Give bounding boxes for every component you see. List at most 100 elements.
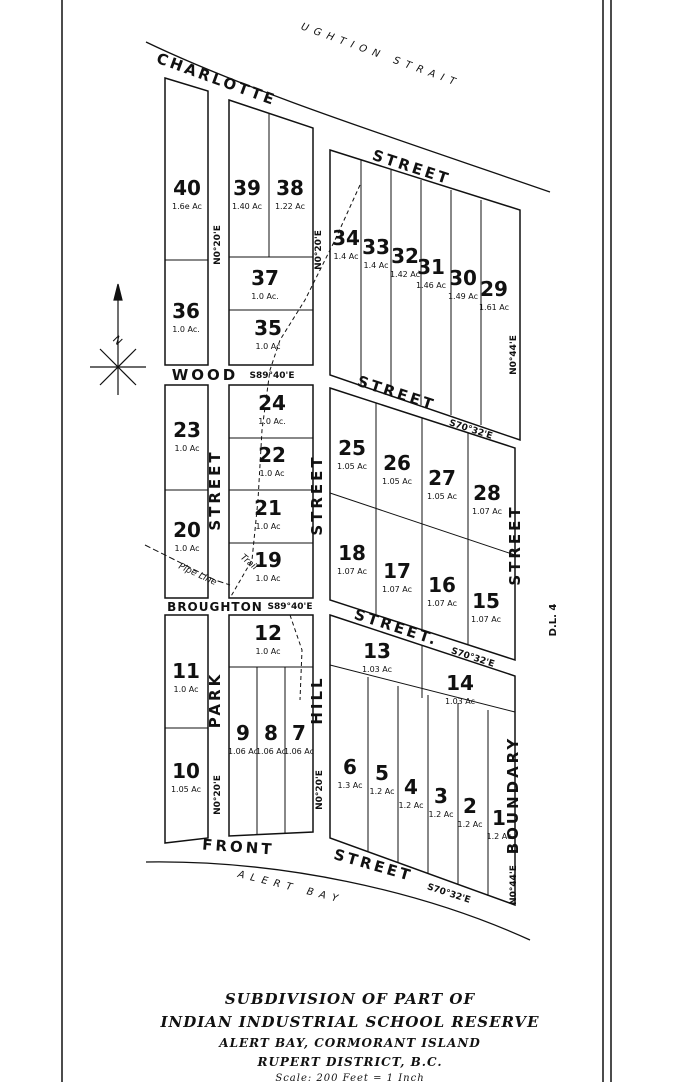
hill-street-upper-label: STREET bbox=[308, 454, 326, 535]
lot-area: 1.06 Ac bbox=[256, 747, 286, 756]
block-e-center bbox=[329, 386, 516, 662]
lot-area: 1.49 Ac bbox=[448, 292, 478, 301]
lot-number: 26 bbox=[383, 451, 411, 475]
block-center bbox=[228, 384, 314, 599]
lot-area: 1.07 Ac bbox=[337, 567, 367, 576]
lot-area: 1.05 Ac bbox=[427, 492, 457, 501]
district-lot-label: D.L. 4 bbox=[548, 604, 559, 637]
lot-area: 1.0 Ac bbox=[175, 544, 200, 553]
lot-area: 1.2 Ac bbox=[487, 832, 512, 841]
pipe-line-label: Pipe Line bbox=[177, 562, 219, 588]
lot-area: 1.40 Ac bbox=[232, 202, 262, 211]
hill-north-bearing: N0°20'E bbox=[314, 230, 324, 270]
lot-number: 22 bbox=[258, 443, 286, 467]
broughton-street-bearing: S70°32'E bbox=[450, 646, 496, 669]
scale-note: Scale: 200 Feet = 1 Inch bbox=[275, 1073, 425, 1084]
lot-area: 1.0 Ac. bbox=[258, 417, 286, 426]
front-street-suffix: STREET bbox=[332, 845, 415, 885]
boundary-south-bearing: N0°44'E bbox=[509, 865, 519, 905]
compass-rose-icon: N bbox=[90, 283, 146, 395]
lot-number: 23 bbox=[173, 418, 201, 442]
lot-number: 33 bbox=[362, 235, 390, 259]
lot-area: 1.42 Ac bbox=[390, 270, 420, 279]
lot-area: 1.07 Ac bbox=[427, 599, 457, 608]
lot-area: 1.03 Ac bbox=[445, 697, 475, 706]
lot-number: 7 bbox=[292, 721, 306, 745]
lot-number: 1 bbox=[492, 806, 506, 830]
lot-area: 1.07 Ac bbox=[471, 615, 501, 624]
park-street-lower-label: PARK bbox=[206, 672, 224, 728]
wood-street-bearing: S70°32'E bbox=[448, 418, 494, 441]
charlotte-street-label: CHARLOTTE bbox=[154, 49, 279, 109]
title-line-4: RUPERT DISTRICT, B.C. bbox=[257, 1055, 443, 1069]
title-line-2: INDIAN INDUSTRIAL SCHOOL RESERVE bbox=[160, 1013, 540, 1031]
strait-label: UGHTION STRAIT bbox=[299, 21, 462, 89]
lot-area: 1.0 Ac bbox=[175, 444, 200, 453]
lot-number: 29 bbox=[480, 277, 508, 301]
lot-area: 1.0 Ac bbox=[256, 574, 281, 583]
block-nw bbox=[164, 76, 209, 366]
lot-number: 19 bbox=[254, 548, 282, 572]
lot-area: 1.4 Ac bbox=[364, 261, 389, 270]
lot-number: 21 bbox=[254, 496, 282, 520]
lot-area: 1.06 Ac bbox=[228, 747, 258, 756]
lot-lines bbox=[165, 113, 516, 896]
boundary-street-label: STREET bbox=[506, 504, 524, 585]
lot-number: 6 bbox=[343, 755, 357, 779]
lot-area: 1.05 Ac bbox=[382, 477, 412, 486]
lot-area: 1.03 Ac bbox=[362, 665, 392, 674]
boundary-north-bearing: N0°44'E bbox=[509, 335, 519, 375]
wood-street-suffix: STREET bbox=[355, 372, 438, 414]
lot-number: 5 bbox=[375, 761, 389, 785]
front-street-bearing: S70°32'E bbox=[426, 882, 472, 905]
lot-number: 35 bbox=[254, 316, 282, 340]
wood-street-label: WOOD bbox=[172, 366, 239, 384]
lot-area: 1.0 Ac. bbox=[172, 325, 200, 334]
lot-area: 1.6e Ac bbox=[172, 202, 202, 211]
lot-number: 15 bbox=[472, 589, 500, 613]
lot-number: 31 bbox=[417, 255, 445, 279]
lot-number: 25 bbox=[338, 436, 366, 460]
lot-number: 3 bbox=[434, 784, 448, 808]
block-ne bbox=[329, 148, 521, 442]
park-north-bearing: N0°20'E bbox=[213, 225, 223, 265]
lot-area: 1.46 Ac bbox=[416, 281, 446, 290]
lot-area: 1.0 Ac bbox=[256, 342, 281, 351]
block-n-mid bbox=[228, 98, 314, 366]
title-line-1: SUBDIVISION OF PART OF bbox=[224, 990, 476, 1008]
broughton-street-label: BROUGHTON bbox=[167, 600, 263, 614]
lot-number: 18 bbox=[338, 541, 366, 565]
lot-area: 1.22 Ac bbox=[275, 202, 305, 211]
park-south-bearing: N0°20'E bbox=[213, 775, 223, 815]
trail-path-south bbox=[289, 614, 303, 701]
lot-number: 37 bbox=[251, 266, 279, 290]
lot-number: 36 bbox=[172, 299, 200, 323]
lot-area: 1.0 Ac bbox=[260, 469, 285, 478]
block-se bbox=[329, 613, 516, 907]
shoreline-south bbox=[145, 861, 531, 941]
park-street-upper-label: STREET bbox=[206, 449, 224, 530]
lot-area: 1.4 Ac bbox=[334, 252, 359, 261]
lot-area: 1.2 Ac bbox=[399, 801, 424, 810]
lot-number: 10 bbox=[172, 759, 200, 783]
hill-south-bearing: N0°20'E bbox=[315, 770, 325, 810]
block-sw bbox=[164, 614, 209, 844]
lot-number: 17 bbox=[383, 559, 411, 583]
lot-number: 13 bbox=[363, 639, 391, 663]
lot-number: 32 bbox=[391, 244, 419, 268]
lot-number: 38 bbox=[276, 176, 304, 200]
lot-area: 1.0 Ac bbox=[256, 522, 281, 531]
lot-number: 16 bbox=[428, 573, 456, 597]
lot-number: 39 bbox=[233, 176, 261, 200]
shoreline-north bbox=[145, 41, 551, 193]
block-s-mid bbox=[228, 614, 314, 837]
lot-number: 27 bbox=[428, 466, 456, 490]
lot-area: 1.07 Ac bbox=[472, 507, 502, 516]
broughton-bearing: S89°40'E bbox=[268, 602, 313, 612]
lot-area: 1.05 Ac bbox=[337, 462, 367, 471]
lot-number: 12 bbox=[254, 621, 282, 645]
hill-street-lower-label: HILL bbox=[308, 675, 326, 724]
block-w-center bbox=[164, 384, 209, 599]
lot-number: 34 bbox=[332, 226, 360, 250]
